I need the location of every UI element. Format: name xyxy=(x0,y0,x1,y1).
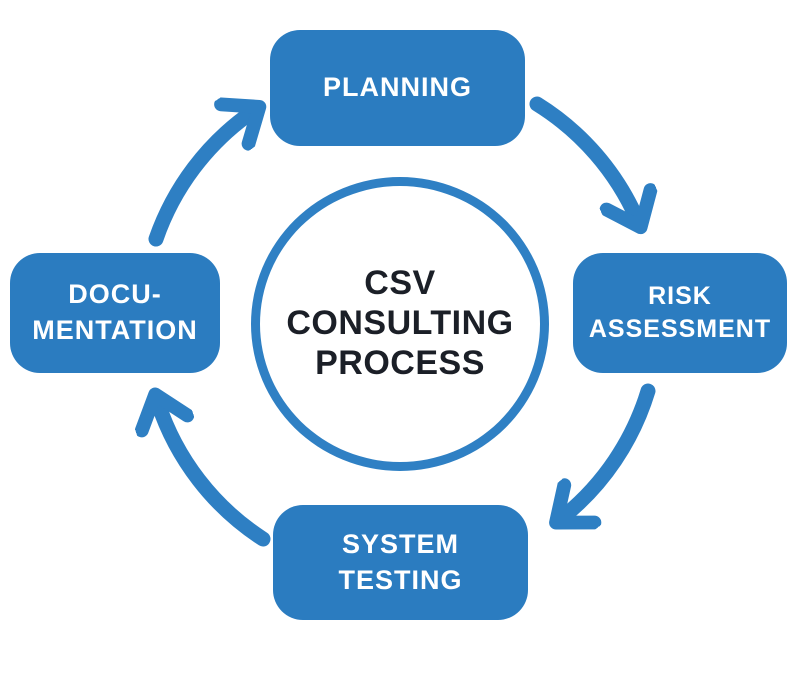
stage-documentation-label-line2: MENTATION xyxy=(32,315,198,345)
arrow-planning-to-risk-assessment-icon xyxy=(529,96,637,219)
stage-risk-assessment-label-line1: RISK xyxy=(648,282,712,310)
arrow-documentation-to-planning-icon xyxy=(148,112,252,247)
stage-risk-assessment-label-line2: ASSESSMENT xyxy=(588,315,772,343)
stage-planning: PLANNING xyxy=(270,30,525,146)
center-title-line2: CONSULTING xyxy=(286,304,514,343)
stage-risk-assessment: RISK ASSESSMENT xyxy=(573,253,787,373)
stage-system-testing: SYSTEM TESTING xyxy=(273,505,528,620)
center-title-line3: PROCESS xyxy=(315,343,485,382)
stage-documentation-label-line1: DOCU- xyxy=(68,279,162,310)
stage-system-testing-label-line1: SYSTEM xyxy=(341,528,460,559)
arrow-system-testing-to-documentation-icon xyxy=(158,403,271,547)
center-title-line1: CSV xyxy=(364,264,436,303)
center-circle: CSV CONSULTING PROCESS xyxy=(251,177,549,471)
arrow-risk-assessment-to-system-testing-icon xyxy=(563,383,656,517)
stage-documentation: DOCU- MENTATION xyxy=(10,253,220,373)
stage-system-testing-label-line2: TESTING xyxy=(338,564,463,595)
stage-planning-label: PLANNING xyxy=(323,72,472,103)
